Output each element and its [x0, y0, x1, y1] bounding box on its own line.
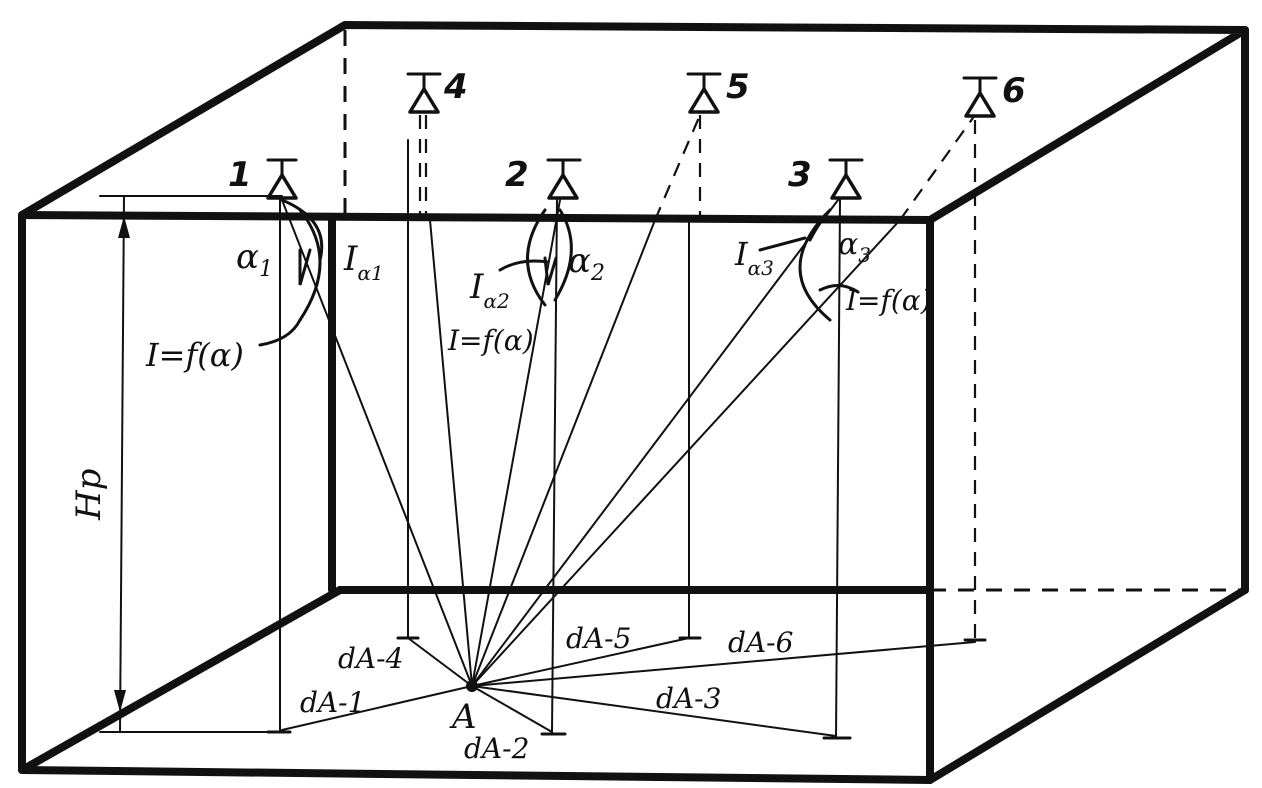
lamp-verticals: [266, 115, 987, 740]
intensity-1-label: Iα1: [343, 239, 384, 285]
light-rays: [281, 114, 976, 687]
lamp-3: [828, 158, 864, 200]
lamp-2: [546, 158, 582, 200]
distance-a2-label: dA-2: [464, 732, 529, 765]
distance-a4-label: dA-4: [338, 642, 403, 675]
alpha-2-label: α2: [568, 241, 605, 286]
lamp-number-5: 5: [726, 67, 750, 107]
distance-a6-label: dA-6: [728, 626, 793, 659]
distance-a1-label: dA-1: [300, 686, 365, 719]
curve-2-label: I=f(α): [447, 324, 534, 357]
lamp-number-2: 2: [505, 155, 529, 195]
point-a-dot: [466, 680, 478, 692]
lamp-6: [962, 76, 998, 118]
floor-distances: [281, 637, 976, 737]
lamp-number-1: 1: [228, 155, 252, 195]
floor-left-edge: [18, 586, 344, 774]
distance-a5-label: dA-5: [566, 622, 631, 655]
intensity-2-label: Iα2: [469, 267, 510, 313]
point-a-label: A: [449, 697, 477, 737]
bottom-right-edge: [926, 586, 1249, 784]
lamp-4: [406, 72, 442, 114]
lamp-5: [686, 72, 722, 114]
intensity-3-label: Iα3: [734, 235, 774, 280]
height-label: Hp: [69, 469, 109, 521]
lamp-1: [266, 158, 298, 200]
lamp-number-4: 4: [443, 67, 468, 107]
alpha-3-label: α3: [838, 227, 871, 267]
distance-a3-label: dA-3: [656, 682, 721, 715]
angle-arcs: [258, 198, 860, 347]
room-box: [18, 21, 1249, 784]
curve-1-label: I=f(α): [145, 336, 244, 374]
height-dimension: [99, 195, 283, 733]
lamp-number-6: 6: [1002, 71, 1026, 111]
lamp-number-3: 3: [788, 155, 812, 195]
alpha-1-label: α1: [236, 237, 273, 282]
top-face: [18, 21, 1249, 224]
curve-3-label: I=f(α): [845, 284, 932, 317]
